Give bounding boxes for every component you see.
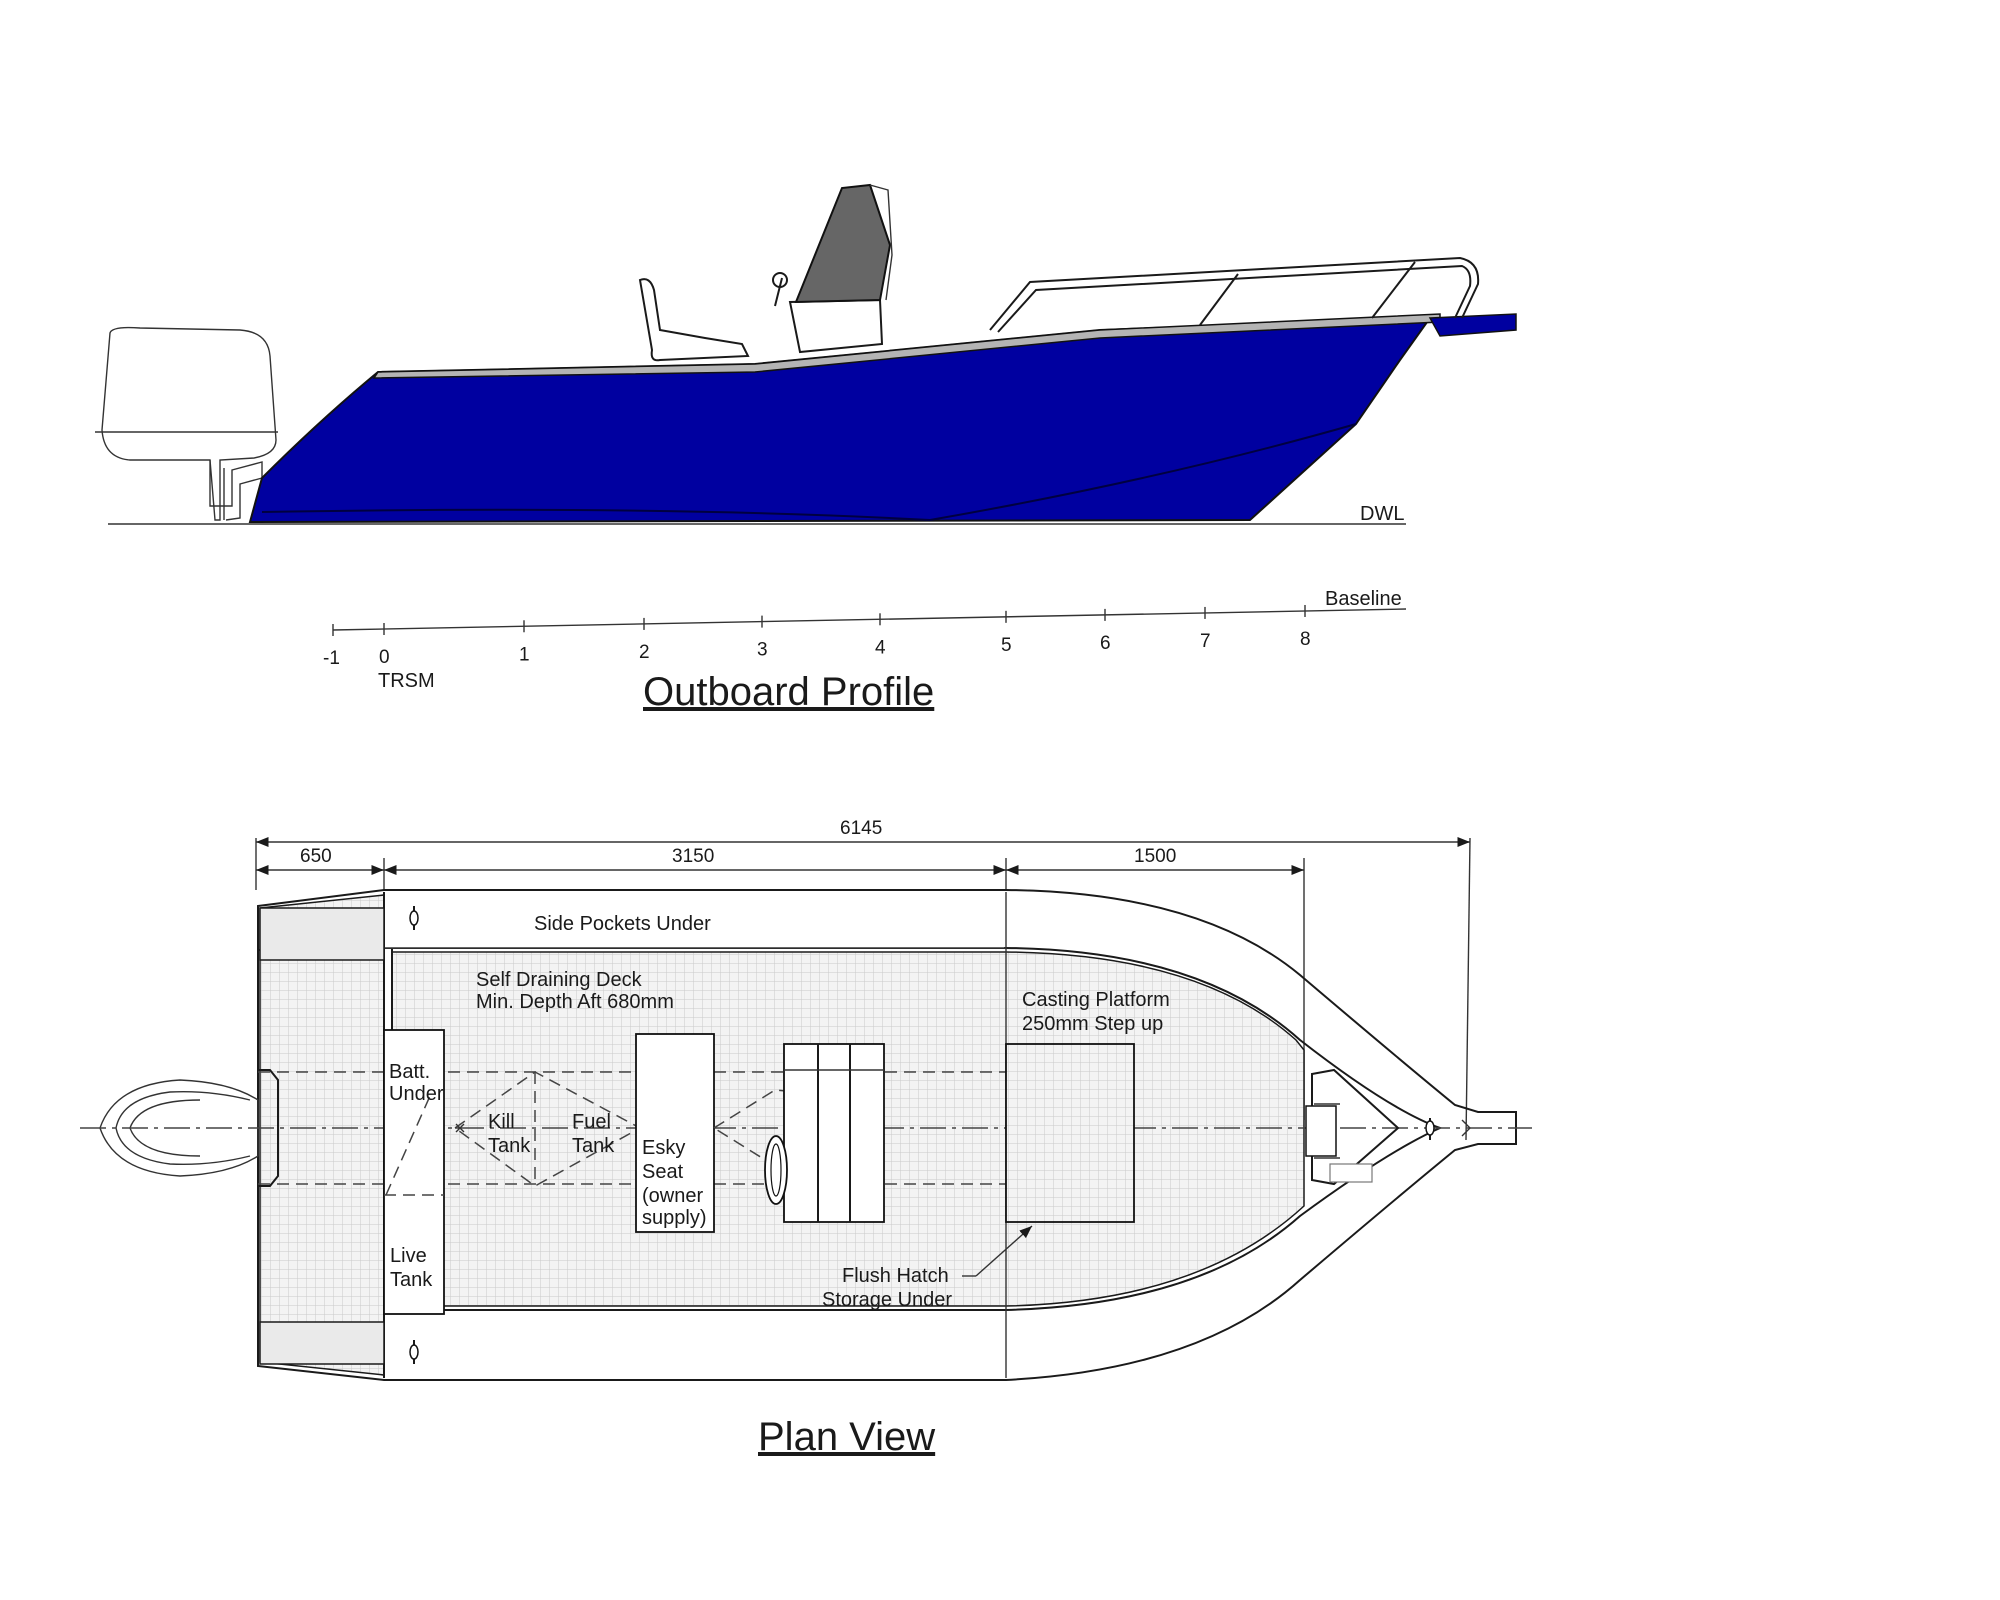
station-label: 6 <box>1100 633 1111 654</box>
dim-aft: 650 <box>300 846 332 867</box>
station-label: 0 <box>379 647 390 668</box>
console-plan <box>764 1043 885 1223</box>
casting-label-1: Casting Platform <box>1022 989 1170 1011</box>
fuel-label-1: Fuel <box>572 1111 611 1133</box>
station-label: 2 <box>639 642 650 663</box>
live-label-1: Live <box>390 1245 427 1267</box>
dim-mid: 3150 <box>672 846 714 867</box>
cleat-aft-stbd <box>409 1340 419 1364</box>
hatch-label-1: Flush Hatch <box>842 1265 949 1287</box>
deck-label-2: Min. Depth Aft 680mm <box>476 991 674 1013</box>
plan-title: Plan View <box>758 1415 935 1459</box>
kill-label-2: Tank <box>488 1135 531 1157</box>
cleat-aft-port <box>409 906 419 930</box>
station-scale: -1 0 1 2 3 4 5 6 7 8 <box>323 604 1311 669</box>
outboard-motor-profile <box>95 326 278 521</box>
profile-title: Outboard Profile <box>643 670 934 714</box>
baseline-label: Baseline <box>1325 588 1402 610</box>
casting-label-2: 250mm Step up <box>1022 1013 1163 1035</box>
outboard-profile: DWL Baseline -1 0 1 2 3 4 5 6 7 8 TRSM Outboard P… <box>95 183 1517 714</box>
station-label: 5 <box>1001 635 1012 656</box>
bow-rail <box>989 256 1480 333</box>
station-label: 7 <box>1200 631 1211 652</box>
deck-label-1: Self Draining Deck <box>476 969 643 991</box>
station-label: 8 <box>1300 629 1311 650</box>
kill-label-1: Kill <box>488 1111 515 1133</box>
batt-label-1: Batt. <box>389 1061 430 1083</box>
fuel-label-2: Tank <box>572 1135 615 1157</box>
esky-label-2: Seat <box>642 1161 684 1183</box>
station-label: -1 <box>323 648 340 669</box>
batt-live-tank <box>383 1029 445 1315</box>
dwl-label: DWL <box>1360 503 1404 525</box>
seat-profile <box>638 278 750 362</box>
anchor-well <box>1305 1068 1400 1186</box>
batt-label-2: Under <box>389 1083 444 1105</box>
dim-fwd: 1500 <box>1134 846 1176 867</box>
hatch-label-2: Storage Under <box>822 1289 952 1311</box>
station-label: 4 <box>875 637 886 658</box>
esky-label-3: (owner <box>642 1185 703 1207</box>
hull-outline-plan <box>257 889 1517 1381</box>
esky-label-1: Esky <box>642 1137 685 1159</box>
esky-label-4: supply) <box>642 1207 706 1229</box>
baseline-line <box>332 608 1407 631</box>
trsm-label: TRSM <box>378 670 435 692</box>
console-profile <box>772 183 893 354</box>
flush-hatch <box>1005 1043 1135 1223</box>
plan-view: 6145 650 3150 1500 <box>80 818 1532 1459</box>
cleat-bow <box>1425 1118 1435 1140</box>
dim-overall: 6145 <box>840 818 882 839</box>
side-pockets-label: Side Pockets Under <box>534 913 711 935</box>
station-label: 3 <box>757 640 768 661</box>
esky-seat <box>635 1033 715 1233</box>
live-label-2: Tank <box>390 1269 433 1291</box>
station-label: 1 <box>519 644 530 665</box>
